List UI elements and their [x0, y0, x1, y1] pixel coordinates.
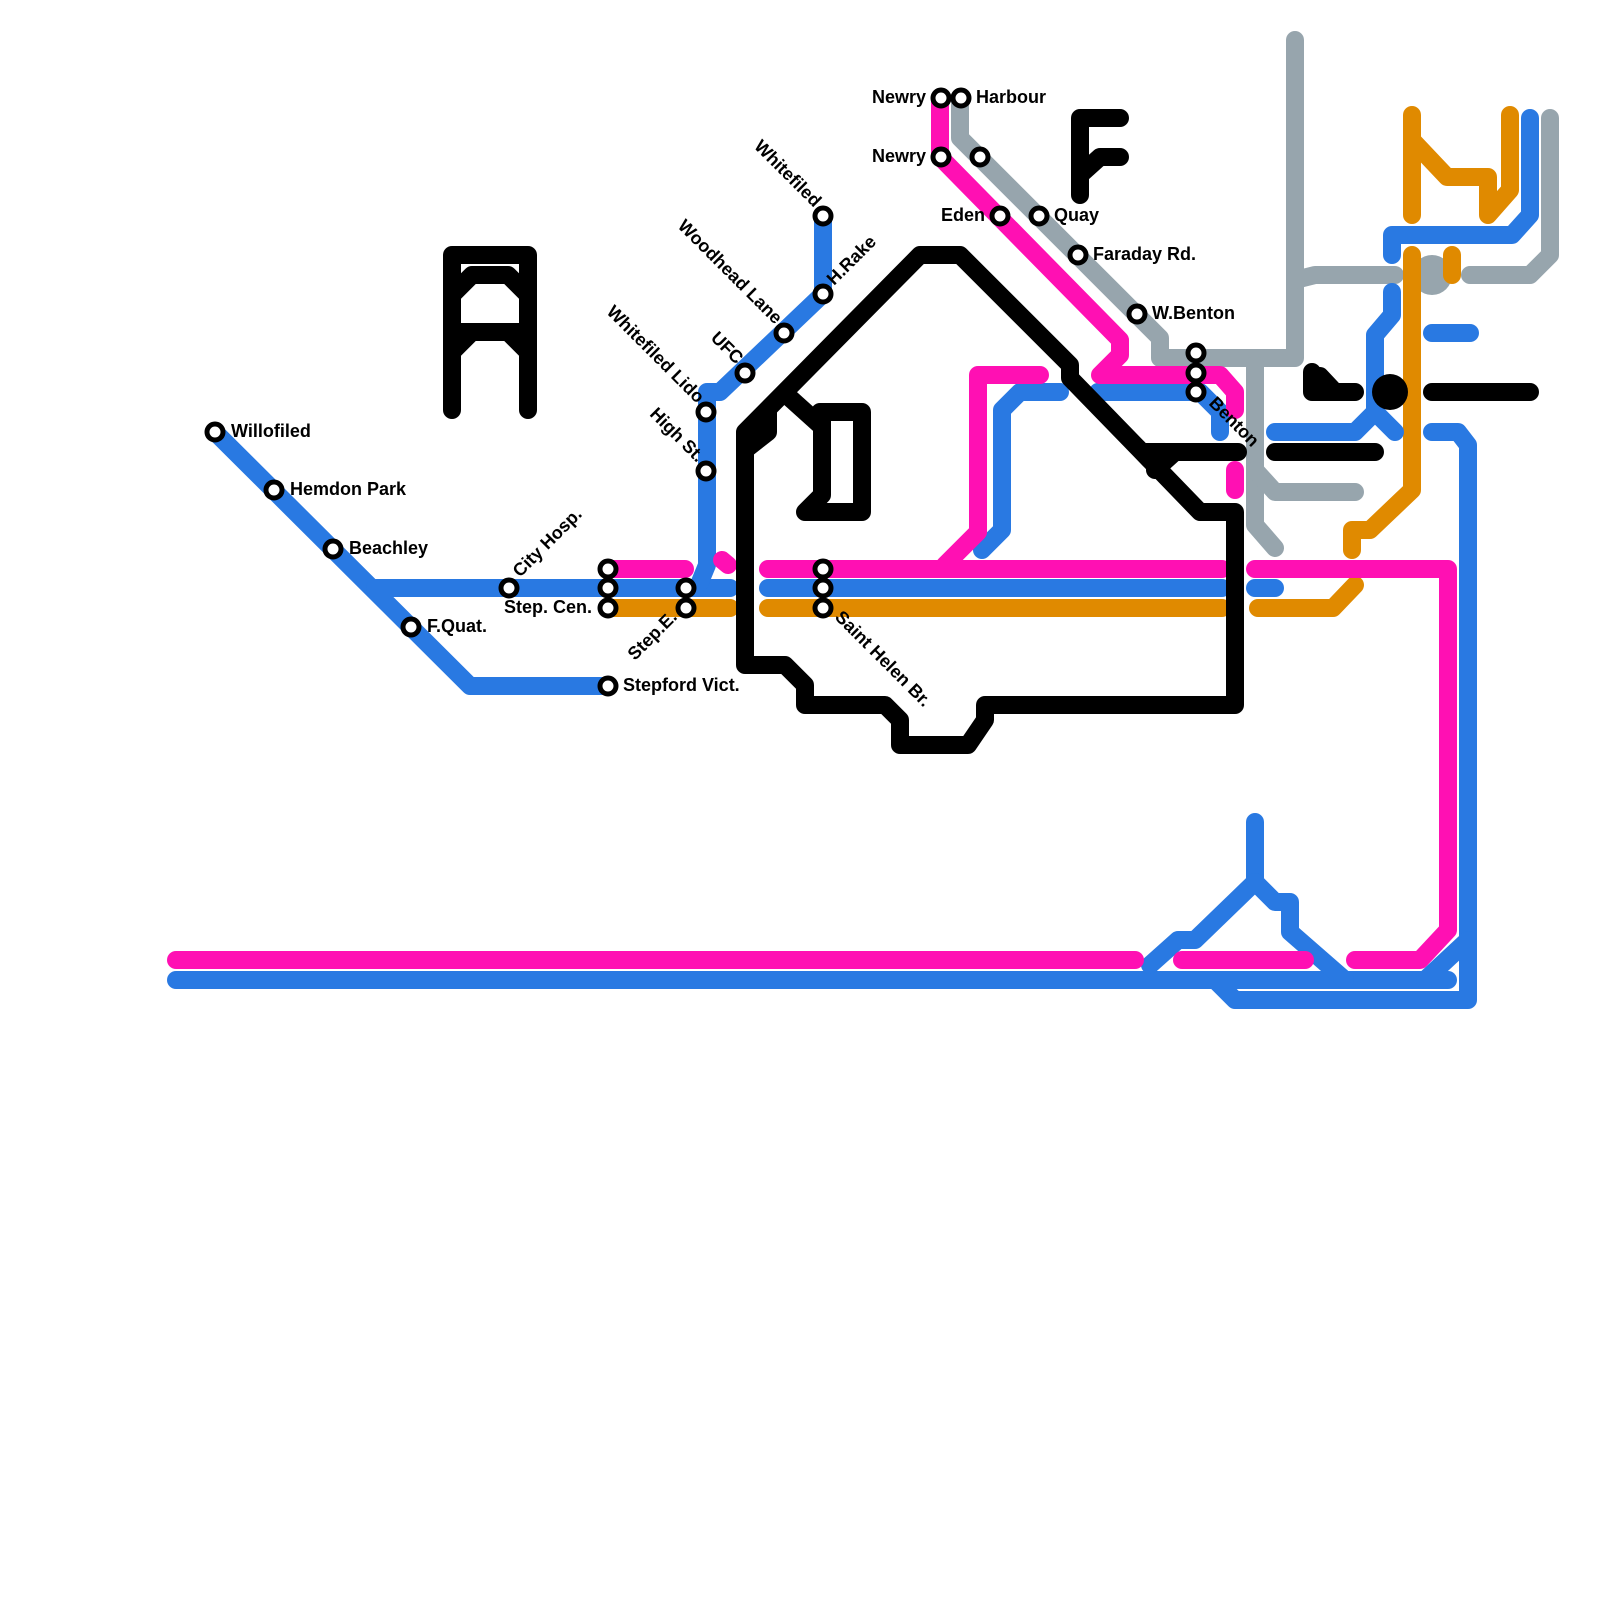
station-high-st[interactable] — [695, 460, 717, 482]
station-saint-helen-br-blue[interactable] — [812, 577, 834, 599]
blue-line-east-c — [1383, 109, 1539, 264]
stations — [204, 87, 1207, 697]
station-whitefiled-lido[interactable] — [695, 401, 717, 423]
blue-line-east-e — [1206, 423, 1477, 1009]
label-eden: Eden — [941, 205, 985, 225]
pink-line-newry — [931, 89, 1244, 419]
label-newry-upper: Newry — [872, 87, 926, 107]
label-woodhead-lane: Woodhead Lane — [674, 216, 786, 328]
blue-line-benton — [1089, 383, 1229, 441]
black-line-glyph-b — [796, 403, 871, 521]
gray-line — [951, 31, 1559, 557]
station-w-benton[interactable] — [1126, 303, 1148, 325]
orange-line — [599, 106, 1519, 617]
station-willofiled[interactable] — [204, 421, 226, 443]
blue-line-south-triangle-b — [1246, 873, 1354, 989]
label-willofiled: Willofiled — [231, 421, 311, 441]
orange-line-m-shape — [1403, 106, 1519, 224]
station-beachley[interactable] — [322, 538, 344, 560]
black-line-terminus — [1372, 374, 1408, 410]
pink-line-east — [1246, 560, 1457, 969]
station-gray-unnamed[interactable] — [969, 146, 991, 168]
blue-line — [167, 109, 1539, 1009]
station-saint-helen-br-orange[interactable] — [812, 597, 834, 619]
station-city-hosp[interactable] — [498, 577, 520, 599]
label-city-hosp: City Hosp. — [509, 504, 586, 581]
black-line-glyph-b-hole-top — [835, 424, 851, 440]
orange-line-branch-north — [1343, 246, 1421, 559]
black-line-spur-east-b — [1146, 443, 1184, 479]
black-line-glyph-a-notch-l — [443, 266, 537, 304]
label-saint-helen-br: Saint Helen Br. — [831, 607, 935, 711]
station-step-e-orange[interactable] — [675, 597, 697, 619]
gray-line-terminus — [1412, 255, 1452, 295]
pink-line-inner — [936, 366, 1049, 574]
blue-line-willofiled-branch — [206, 423, 617, 695]
blue-line-inner-loop — [973, 383, 1069, 559]
black-line-glyph-a-notch-r — [443, 323, 537, 361]
station-whitefiled[interactable] — [812, 205, 834, 227]
station-benton-pink[interactable] — [1185, 362, 1207, 384]
black-line-glyph-f-bar — [1071, 148, 1129, 184]
station-newry-upper[interactable] — [930, 87, 952, 109]
station-stepford-vict[interactable] — [597, 675, 619, 697]
gray-line-branch-c — [1246, 461, 1364, 501]
black-line-outer-loop — [736, 246, 1244, 754]
station-h-rake[interactable] — [812, 283, 834, 305]
station-step-cen-orange[interactable] — [597, 597, 619, 619]
label-beachley: Beachley — [349, 538, 428, 558]
label-hemdon-park: Hemdon Park — [290, 479, 407, 499]
station-benton-gray[interactable] — [1185, 342, 1207, 364]
black-line-inner-link — [736, 401, 777, 459]
gray-line-branch-a — [1286, 266, 1404, 289]
black-line-glyph-l — [1303, 363, 1364, 401]
label-harbour: Harbour — [976, 87, 1046, 107]
blue-line-whitefiled-branch — [691, 206, 832, 591]
black-line — [443, 109, 1539, 754]
station-step-e-blue[interactable] — [675, 577, 697, 599]
blue-line-east-a — [1266, 283, 1401, 441]
gray-line-branch-b — [1246, 356, 1284, 557]
label-step-cen: Step. Cen. — [504, 597, 592, 617]
station-harbour[interactable] — [950, 87, 972, 109]
station-step-cen-pink[interactable] — [597, 558, 619, 580]
label-newry-lower: Newry — [872, 146, 926, 166]
pink-line — [167, 89, 1457, 969]
station-ufc[interactable] — [734, 362, 756, 384]
gray-line-branch-d — [1461, 109, 1559, 284]
station-benton-blue[interactable] — [1185, 381, 1207, 403]
black-line-glyph-b-hole-bottom — [835, 467, 851, 493]
station-newry-lower[interactable] — [930, 146, 952, 168]
station-step-cen-blue[interactable] — [597, 577, 619, 599]
pink-line-west-hook — [713, 551, 737, 574]
blue-line-south-east-link — [1416, 931, 1477, 989]
station-faraday-rd[interactable] — [1067, 244, 1089, 266]
station-woodhead-lane[interactable] — [773, 322, 795, 344]
station-hemdon-park[interactable] — [263, 479, 285, 501]
blue-line-east-b — [1366, 403, 1404, 441]
station-quay[interactable] — [1028, 205, 1050, 227]
orange-line-east — [1249, 576, 1364, 617]
label-quay: Quay — [1054, 205, 1099, 225]
gray-line-harbour-branch — [951, 31, 1304, 367]
label-f-quat: F.Quat. — [427, 616, 487, 636]
label-faraday-rd: Faraday Rd. — [1093, 244, 1196, 264]
label-w-benton: W.Benton — [1152, 303, 1235, 323]
station-f-quat[interactable] — [400, 616, 422, 638]
blue-line-south-triangle — [1141, 813, 1264, 974]
station-saint-helen-br-pink[interactable] — [812, 558, 834, 580]
label-whitefiled-lido: Whitefiled Lido — [603, 301, 708, 406]
station-eden[interactable] — [989, 205, 1011, 227]
label-whitefiled: Whitefiled — [750, 136, 825, 211]
label-stepford-vict: Stepford Vict. — [623, 675, 740, 695]
